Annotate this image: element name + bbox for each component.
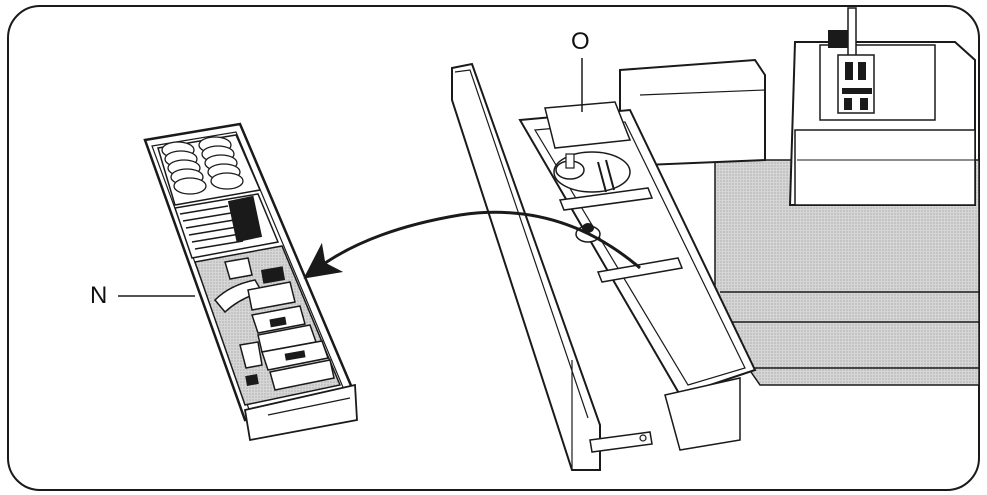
label-o: O	[571, 30, 590, 54]
accessory-tray	[145, 124, 357, 440]
label-n: N	[90, 284, 107, 308]
